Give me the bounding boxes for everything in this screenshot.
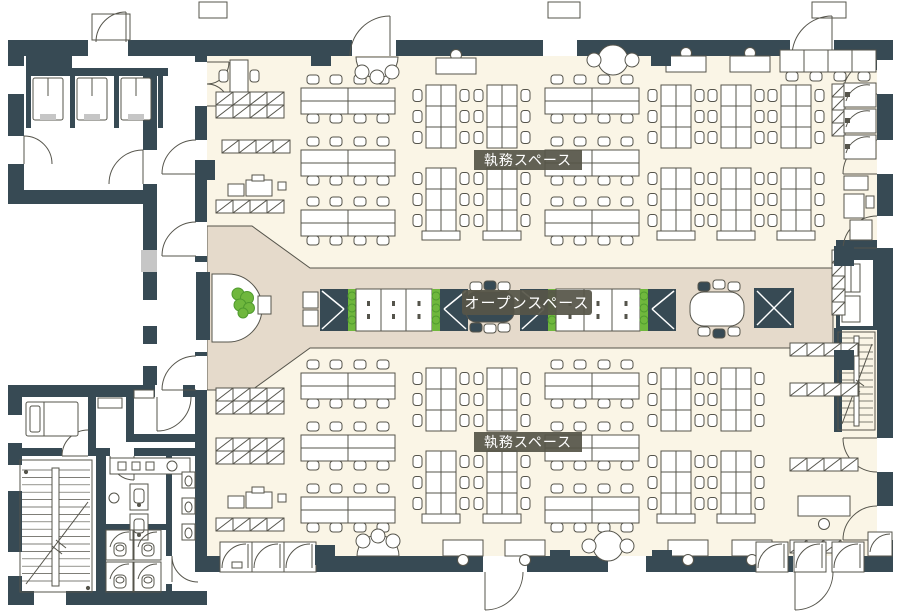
wall-furniture — [218, 44, 893, 573]
right-rooms — [836, 175, 877, 431]
elevator-bank — [26, 68, 168, 128]
stairs-restrooms — [19, 389, 196, 593]
work-zone-bottom — [300, 359, 765, 533]
columns — [195, 46, 854, 570]
label-open-space: オープンスペース — [462, 290, 592, 315]
label-work-space-top: 執務スペース — [474, 150, 582, 170]
work-zone-top — [300, 74, 825, 246]
label-work-space-bottom: 執務スペース — [474, 432, 582, 452]
